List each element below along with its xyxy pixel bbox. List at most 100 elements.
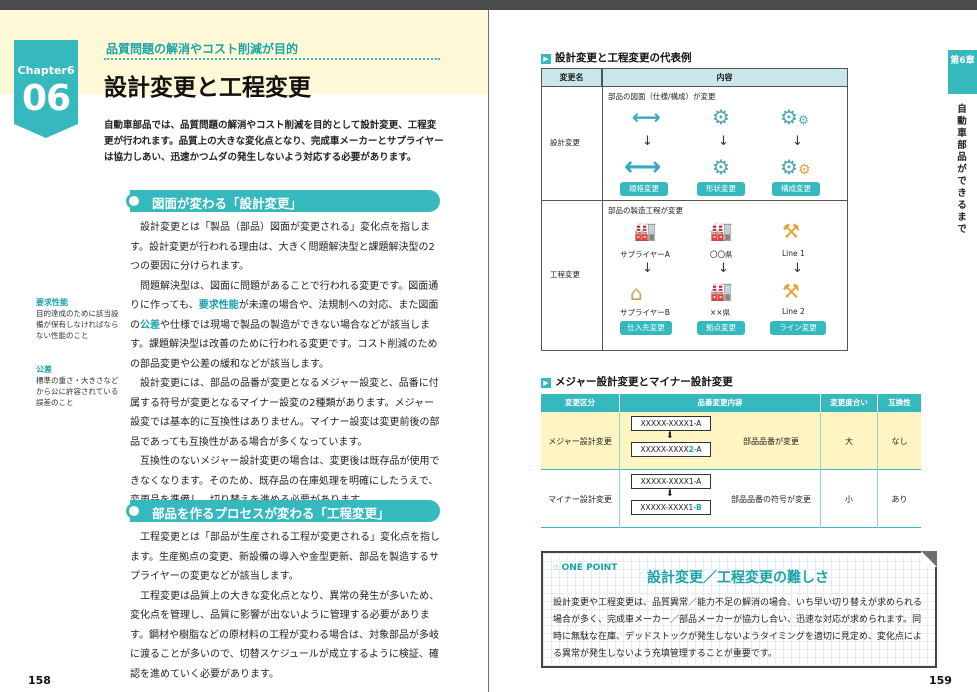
paragraph-5: 工程変更とは「部品が生産される工程が変更される」変化点を指します。生産拠点の変更… bbox=[130, 532, 440, 582]
th-compat: 互換性 bbox=[878, 394, 921, 412]
pin-icon bbox=[126, 193, 142, 209]
factory-icon: 🏭 bbox=[634, 221, 657, 242]
prefecture-a: 〇〇県 bbox=[710, 250, 733, 259]
resize-arrows-icon: ⟷ bbox=[632, 105, 661, 129]
caption-text: 設計変更と工程変更の代表例 bbox=[555, 52, 692, 64]
p2-text-c: や仕様では現場で製品の製造ができない場合などが該当します。課題解決型は改善のため… bbox=[130, 319, 438, 370]
lead-paragraph: 自動車部品では、品質問題の解消やコスト削減を目的として設計変更、工程変更が行われ… bbox=[104, 120, 444, 163]
p2-text-a: 問題解決型は、図面に問題があることで行われる変更です。図面通りに作っても、 bbox=[130, 280, 439, 312]
sidenote-kousa: 公差 標準の重さ・大きさなどから公に許容されている誤差のこと bbox=[36, 364, 120, 408]
paragraph-6: 工程変更は品質上の大きな変化点となり、異常の発生が多いため、変化点を管理し、品質… bbox=[130, 590, 440, 680]
figure-caption-2: ▶ メジャー設計変更とマイナー設計変更 bbox=[541, 374, 733, 389]
caption-arrow-icon: ▶ bbox=[541, 378, 551, 388]
hand-icon: ☝ bbox=[553, 563, 562, 573]
resize-arrows-icon: ⟷ bbox=[624, 152, 662, 182]
paragraph-3: 設計変更には、部品の品番が変更となるメジャー設変と、品番に付属する符号が変更とな… bbox=[130, 378, 440, 448]
viewer-top-bar bbox=[0, 0, 977, 10]
pn-changed: 2 bbox=[688, 445, 694, 454]
one-point-label-text: ONE POINT bbox=[561, 563, 618, 573]
paragraph-2: 問題解決型は、図面に問題があることで行われる変更です。図面通りに作っても、要求性… bbox=[130, 277, 442, 375]
section-heading-1: 図面が変わる「設計変更」 bbox=[130, 190, 440, 212]
down-arrow-icon: ↓ bbox=[792, 261, 803, 276]
section-heading-2: 部品を作るプロセスが変わる「工程変更」 bbox=[130, 500, 440, 522]
paragraph-1: 設計変更とは「製品（部品）図面が変更される」変化点を指します。設計変更が行われる… bbox=[130, 222, 435, 272]
minor-to: XXXXX-XXXX1-B bbox=[631, 500, 711, 515]
minor-row bbox=[541, 470, 921, 528]
sidenote-title: 要求性能 bbox=[36, 298, 68, 307]
badge-spec-change: 規格変更 bbox=[620, 182, 668, 196]
body-text-1: 設計変更とは「製品（部品）図面が変更される」変化点を指します。設計変更が行われる… bbox=[130, 218, 442, 511]
left-page: Chapter6 06 品質問題の解消やコスト削減が目的 設計変更と工程変更 自… bbox=[0, 10, 488, 692]
p2-text-b: が未達の場合や、法規制への対応、また図面の bbox=[130, 300, 439, 331]
section-heading-1-text: 図面が変わる「設計変更」 bbox=[152, 196, 303, 211]
factory-icon: 🏭 bbox=[710, 221, 733, 242]
th-content: 内容 bbox=[602, 69, 847, 87]
major-compat: なし bbox=[891, 437, 908, 446]
supplier-b: サプライヤーB bbox=[620, 308, 670, 317]
badge-line-change: ライン変更 bbox=[770, 321, 826, 335]
th-degree: 変更度合い bbox=[821, 394, 877, 412]
col-divider bbox=[820, 412, 821, 528]
col-divider bbox=[877, 412, 878, 528]
major-to: XXXXX-XXXX2-A bbox=[631, 442, 711, 457]
minor-degree: 小 bbox=[845, 495, 853, 504]
minor-from: XXXXX-XXXX1-A bbox=[631, 474, 711, 489]
minor-compat: あり bbox=[891, 495, 908, 504]
chapter-side-title: 自動車部品ができるまで bbox=[957, 104, 967, 235]
term-youkyuseinou[interactable]: 要求性能 bbox=[198, 300, 239, 311]
th-name: 変更名 bbox=[542, 69, 602, 87]
down-arrow-icon: ↓ bbox=[718, 134, 729, 149]
page-fold-corner bbox=[921, 551, 937, 567]
robot-arm-icon: ⚒ bbox=[782, 219, 800, 243]
th-part-number: 品番変更内容 bbox=[620, 394, 820, 412]
gear-icon: ⚙ bbox=[712, 155, 730, 179]
dotted-divider bbox=[104, 58, 440, 60]
gears-icon: ⚙⚙ bbox=[780, 105, 809, 129]
pn-changed: B bbox=[695, 503, 702, 512]
page-title: 設計変更と工程変更 bbox=[104, 75, 311, 101]
chapter-number: 06 bbox=[21, 78, 71, 119]
down-arrow-icon: ↓ bbox=[718, 261, 729, 276]
down-arrow-icon: ↓ bbox=[642, 261, 653, 276]
caption-arrow-icon: ▶ bbox=[541, 54, 551, 64]
term-kousa[interactable]: 公差 bbox=[140, 319, 160, 331]
one-point-label: ☝ ONE POINT bbox=[553, 563, 617, 573]
badge-config-change: 構成変更 bbox=[772, 182, 820, 196]
chapter-badge-tip bbox=[14, 124, 78, 138]
line-2: Line 2 bbox=[782, 307, 805, 316]
figure-caption-1: ▶ 設計変更と工程変更の代表例 bbox=[541, 50, 692, 65]
page-number: 158 bbox=[28, 674, 51, 687]
sidenote-youkyuseinou: 要求性能 目的達成のために該当設備が保有しなければならない性能のこと bbox=[36, 297, 120, 341]
section-heading-2-text: 部品を作るプロセスが変わる「工程変更」 bbox=[152, 506, 390, 521]
robot-arm-icon: ⚒ bbox=[782, 279, 800, 303]
warehouse-icon: ⌂ bbox=[630, 281, 643, 305]
sidenote-text: 標準の重さ・大きさなどから公に許容されている誤差のこと bbox=[36, 376, 119, 407]
badge-site-change: 拠点変更 bbox=[697, 321, 745, 335]
one-point-title: 設計変更／工程変更の難しさ bbox=[647, 570, 829, 586]
th-category: 変更区分 bbox=[541, 394, 619, 412]
major-row bbox=[541, 412, 921, 470]
chapter-tab: 第6章 bbox=[948, 50, 977, 94]
prefecture-b: ××県 bbox=[710, 308, 731, 317]
row-divider bbox=[542, 200, 847, 201]
one-point-text: 設計変更や工程変更は、品質異常／能力不足の解消の場合、いち早い切り替えが求められ… bbox=[553, 598, 923, 659]
major-minor-table: 変更区分 品番変更内容 変更度合い 互換性 メジャー設計変更 XXXXX-XXX… bbox=[541, 394, 921, 528]
down-arrow-icon: ↓ bbox=[792, 134, 803, 149]
header-band bbox=[0, 10, 488, 94]
section-kicker: 品質問題の解消やコスト削減が目的 bbox=[106, 42, 299, 56]
caption-text: メジャー設計変更とマイナー設計変更 bbox=[555, 376, 733, 388]
gear-icon: ⚙ bbox=[712, 105, 730, 129]
pn-base: XXXXX-XXXX1- bbox=[640, 503, 696, 512]
page-number: 159 bbox=[929, 674, 952, 687]
sidenote-title: 公差 bbox=[36, 365, 52, 374]
minor-name: マイナー設計変更 bbox=[548, 495, 612, 504]
factory-icon: 🏭 bbox=[710, 281, 733, 302]
down-arrow-icon: ⬇ bbox=[666, 489, 674, 499]
chapter-label: Chapter6 bbox=[17, 64, 75, 77]
gears-mixed-icon: ⚙⚙ bbox=[780, 155, 811, 179]
down-arrow-icon: ⬇ bbox=[666, 431, 674, 441]
change-examples-table: 変更名 内容 設計変更 部品の図面（仕様/構成）が変更 ⟷ ↓ ⟷ ⚙ ↓ ⚙ … bbox=[541, 68, 848, 351]
major-degree: 大 bbox=[845, 437, 853, 446]
row1-sub: 部品の図面（仕様/構成）が変更 bbox=[608, 92, 716, 101]
major-name: メジャー設計変更 bbox=[548, 437, 612, 446]
